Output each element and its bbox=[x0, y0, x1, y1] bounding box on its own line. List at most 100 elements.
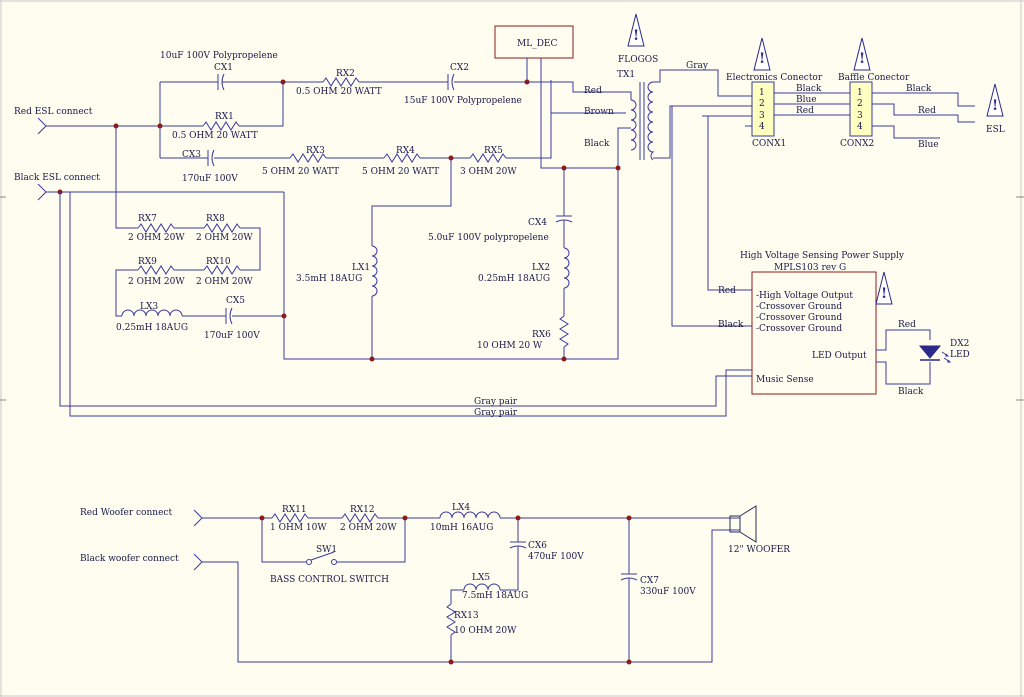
psu-pin-gnd-2: -Crossover Ground bbox=[756, 313, 842, 323]
wire-black-label: Black bbox=[584, 139, 610, 149]
wire-red-label-2: Red bbox=[796, 106, 814, 116]
cx6-spec: 470uF 100V bbox=[528, 552, 584, 562]
wire-brown-label: Brown bbox=[584, 107, 614, 117]
conx2-title: Baffle Conector bbox=[838, 73, 910, 83]
svg-text:3: 3 bbox=[759, 111, 765, 121]
power-supply-block: -High Voltage Output -Crossover Ground -… bbox=[751, 271, 877, 395]
lx2-spec: 0.25mH 18AUG bbox=[478, 274, 550, 284]
wire-red-label: Red bbox=[584, 86, 602, 96]
warning-icon: ! bbox=[627, 13, 645, 47]
cx5-capacitor bbox=[225, 307, 233, 325]
rx6-resistor bbox=[559, 315, 569, 348]
black-esl-label: Black ESL connect bbox=[14, 173, 100, 183]
psu-music-sense: Music Sense bbox=[756, 375, 814, 385]
rx9-label: RX9 bbox=[138, 257, 157, 267]
svg-text:2: 2 bbox=[857, 99, 863, 109]
rx9-resistor bbox=[137, 265, 175, 275]
svg-text:2: 2 bbox=[759, 99, 765, 109]
lx2-inductor bbox=[563, 247, 570, 289]
cx2-spec: 15uF 100V Polypropelene bbox=[404, 96, 522, 106]
red-esl-connector: Red ESL connect bbox=[14, 107, 93, 135]
lx5-label: LX5 bbox=[472, 573, 490, 583]
lx4-inductor bbox=[439, 511, 501, 519]
red-esl-label: Red ESL connect bbox=[14, 107, 93, 117]
psu-pin-gnd-3: -Crossover Ground bbox=[756, 324, 842, 334]
svg-text:!: ! bbox=[859, 51, 865, 67]
psu-pin-gnd-1: -Crossover Ground bbox=[756, 302, 842, 312]
rx4-spec: 5 OHM 20 WATT bbox=[362, 167, 439, 177]
rx1-spec: 0.5 OHM 20 WATT bbox=[172, 131, 258, 141]
rx1-resistor bbox=[202, 121, 240, 131]
rx12-resistor bbox=[341, 513, 379, 523]
sw1-spec: BASS CONTROL SWITCH bbox=[270, 575, 389, 585]
lx4-spec: 10mH 16AUG bbox=[430, 523, 493, 533]
rx7-resistor bbox=[137, 223, 175, 233]
cx3-spec: 170uF 100V bbox=[182, 174, 238, 184]
conx1-label: CONX1 bbox=[752, 139, 786, 149]
psu-pin-hv: -High Voltage Output bbox=[756, 291, 853, 301]
rx13-label: RX13 bbox=[454, 611, 479, 621]
sw1-switch bbox=[306, 551, 337, 565]
rx11-label: RX11 bbox=[282, 505, 307, 515]
cx1-spec: 10uF 100V Polypropelene bbox=[160, 51, 278, 61]
rx5-resistor bbox=[469, 153, 507, 163]
woofer-label: 12" WOOFER bbox=[728, 545, 790, 555]
rx5-spec: 3 OHM 20W bbox=[460, 167, 517, 177]
esl-label: ESL bbox=[986, 125, 1005, 135]
ml-dec-block: ML_DEC bbox=[494, 25, 574, 59]
lx1-inductor bbox=[371, 245, 378, 297]
rx9-spec: 2 OHM 20W bbox=[128, 277, 185, 287]
svg-text:3: 3 bbox=[857, 111, 863, 121]
psu-model: MPLS103 rev G bbox=[774, 263, 846, 273]
led-diode bbox=[918, 345, 952, 363]
rx2-spec: 0.5 OHM 20 WATT bbox=[296, 87, 382, 97]
cx5-label: CX5 bbox=[226, 296, 245, 306]
conx1-connector: 1 2 3 4 Electronics Conector CONX1 bbox=[726, 73, 823, 149]
rx3-label: RX3 bbox=[306, 146, 325, 156]
cx3-label: CX3 bbox=[182, 150, 201, 160]
ml-dec-label: ML_DEC bbox=[517, 39, 557, 49]
rx13-resistor bbox=[446, 603, 456, 636]
svg-text:!: ! bbox=[633, 28, 639, 44]
rx2-resistor bbox=[322, 77, 360, 87]
svg-text:4: 4 bbox=[857, 122, 863, 132]
svg-text:!: ! bbox=[759, 51, 765, 67]
red-woofer-label: Red Woofer connect bbox=[80, 508, 172, 518]
wire-blue-label-2: Blue bbox=[918, 140, 939, 150]
rx4-label: RX4 bbox=[396, 146, 415, 156]
cx2-label: CX2 bbox=[450, 63, 469, 73]
warning-icon: ! bbox=[853, 37, 871, 71]
black-woofer-label: Black woofer connect bbox=[80, 554, 179, 564]
red-woofer-connector: Red Woofer connect bbox=[80, 508, 203, 527]
black-woofer-connector: Black woofer connect bbox=[80, 553, 203, 571]
cx5-spec: 170uF 100V bbox=[204, 331, 260, 341]
conx2-connector: 1 2 3 4 Baffle Conector CONX2 bbox=[838, 73, 910, 149]
lx1-spec: 3.5mH 18AUG bbox=[296, 274, 362, 284]
rx13-spec: 10 OHM 20W bbox=[454, 626, 517, 636]
lx4-label: LX4 bbox=[452, 503, 470, 513]
rx8-spec: 2 OHM 20W bbox=[196, 233, 253, 243]
lx3-inductor bbox=[121, 309, 183, 317]
cx4-label: CX4 bbox=[528, 218, 547, 228]
black-esl-connector: Black ESL connect bbox=[14, 173, 100, 201]
psu-red-label: Red bbox=[718, 286, 736, 296]
sw1-label: SW1 bbox=[316, 545, 337, 555]
warning-icon: ! bbox=[875, 271, 893, 305]
wire-black-label-2: Black bbox=[796, 84, 822, 94]
rx8-label: RX8 bbox=[206, 214, 225, 224]
tx1-transformer: FLOGOS TX1 bbox=[617, 55, 658, 161]
led-red-label: Red bbox=[898, 320, 916, 330]
woofer-speaker: 12" WOOFER bbox=[728, 505, 790, 555]
svg-text:!: ! bbox=[881, 286, 887, 302]
cx1-capacitor bbox=[217, 73, 225, 91]
psu-title: High Voltage Sensing Power Supply bbox=[740, 251, 905, 261]
rx12-label: RX12 bbox=[350, 505, 375, 515]
rx5-label: RX5 bbox=[484, 146, 503, 156]
wire-red-label-3: Red bbox=[918, 106, 936, 116]
rx2-label: RX2 bbox=[336, 69, 355, 79]
rx1-label: RX1 bbox=[215, 112, 234, 122]
lx3-label: LX3 bbox=[140, 302, 158, 312]
rx11-spec: 1 OHM 10W bbox=[270, 523, 327, 533]
gray-pair-label-1: Gray pair bbox=[474, 397, 518, 407]
rx7-spec: 2 OHM 20W bbox=[128, 233, 185, 243]
